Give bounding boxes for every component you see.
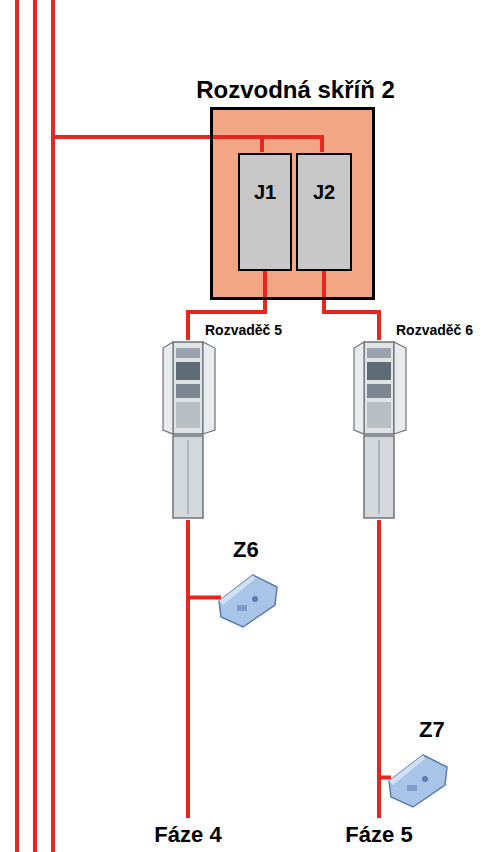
switchboard-title: Rozvodná skříň 2 (196, 76, 395, 104)
power-cable (324, 271, 379, 340)
distribution-cabinet: Rozvaděč 5 (160, 340, 216, 520)
phase-label: Fáze 4 (154, 822, 221, 848)
breaker-label: J1 (240, 181, 290, 204)
breaker-box: J1 (238, 153, 292, 271)
switchboard-box: Rozvodná skříň 2J1J2 (210, 107, 375, 300)
cabinet-label: Rozvaděč 6 (396, 322, 473, 338)
phase-label: Fáze 5 (345, 822, 412, 848)
powerline-adapter: Z6 (215, 565, 280, 630)
cabinet-icon (351, 340, 407, 520)
breaker-label: J2 (298, 181, 350, 204)
power-cable (188, 520, 221, 598)
powerline-adapter-icon (385, 745, 450, 810)
powerline-adapter-icon (215, 565, 280, 630)
powerline-adapter: Z7 (385, 745, 450, 810)
power-cable (379, 520, 391, 778)
distribution-cabinet: Rozvaděč 6 (351, 340, 407, 520)
breaker-box: J2 (296, 153, 352, 271)
cabinet-label: Rozvaděč 5 (205, 322, 282, 338)
adapter-label: Z6 (233, 537, 259, 563)
adapter-label: Z7 (419, 717, 445, 743)
cabinet-icon (160, 340, 216, 520)
power-bus (17, 0, 379, 852)
